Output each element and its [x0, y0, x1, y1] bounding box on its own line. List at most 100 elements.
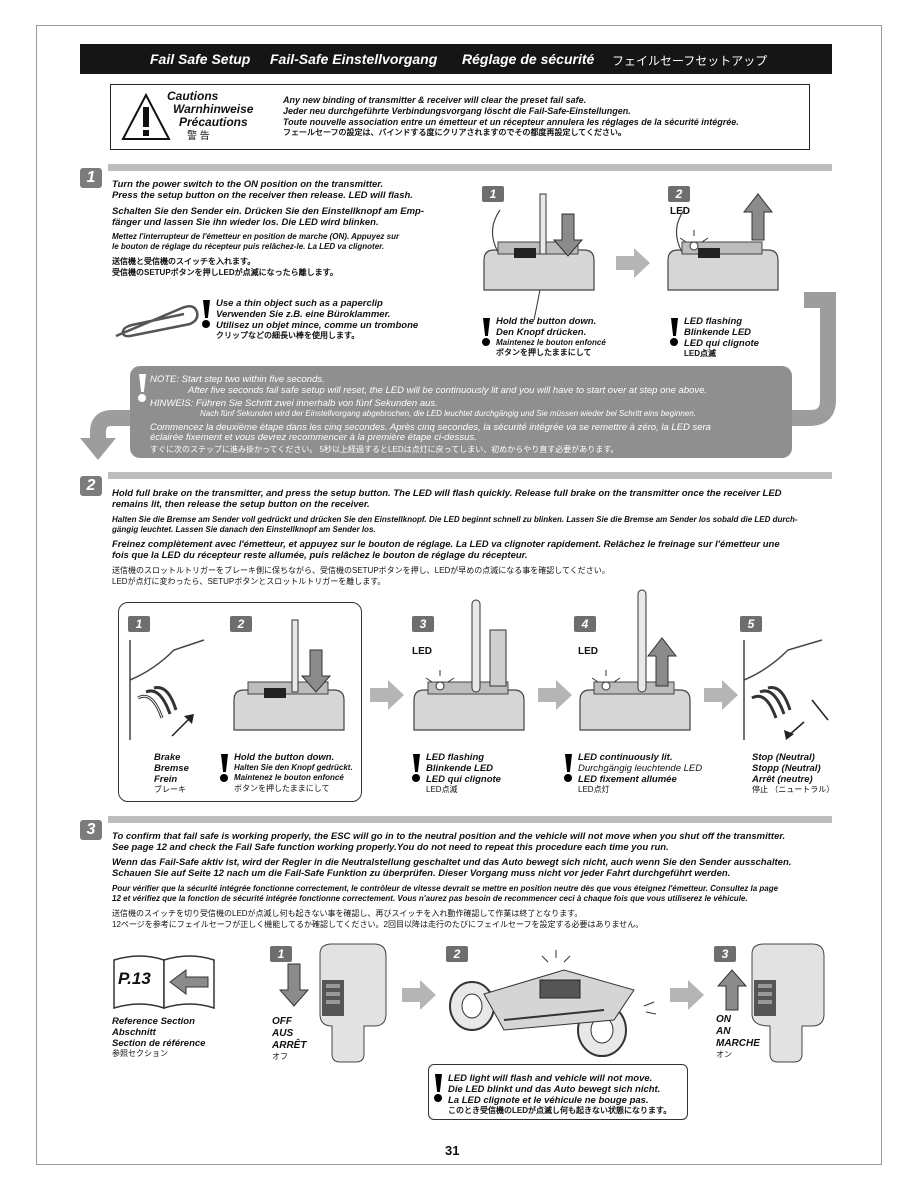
step2-flash-en: LED flashing	[426, 752, 485, 763]
step3-fig2-number: 2	[446, 946, 468, 962]
flash-excl-icon	[670, 318, 680, 346]
step2-fig3-led: LED	[412, 646, 432, 657]
paperclip-icon	[115, 304, 199, 338]
step1-hold-de: Den Knopf drücken.	[496, 327, 587, 338]
on-fr: MARCHE	[716, 1038, 760, 1049]
step3-de-2: Schauen Sie auf Seite 12 nach um die Fai…	[112, 868, 731, 879]
step1-hold-en: Hold the button down.	[496, 316, 597, 327]
step2-flash-excl-icon	[412, 754, 422, 782]
note-fr-2: éclairée fixement et vous devrez recomme…	[150, 432, 477, 443]
step2-lit-excl-icon	[564, 754, 574, 782]
step1-hold-fr: Maintenez le bouton enfoncé	[496, 338, 606, 347]
flow-arrow	[80, 292, 836, 460]
step-2-number: 2	[80, 476, 102, 496]
step2-fig1-number: 1	[128, 616, 150, 632]
step1-fig1-number: 1	[482, 186, 504, 202]
step3-fr-1: Pour vérifier que la sécurité intégrée f…	[112, 884, 779, 893]
receiver-press-diagram	[233, 619, 345, 731]
caution-line-de: Jeder neu durchgeführte Verbindungsvorga…	[283, 106, 631, 116]
clip-jp: クリップなどの細長い棒を使用します。	[216, 331, 360, 340]
step2-flash-de: Blinkende LED	[426, 763, 494, 774]
step2-fr-2: fois que la LED du récepteur reste allum…	[112, 550, 528, 561]
book-label: P.13	[118, 969, 151, 988]
step2-hold-en: Hold the button down.	[234, 752, 335, 763]
title-fr: Réglage de sécurité	[462, 51, 595, 67]
transmitter-brake-diagram	[129, 639, 205, 740]
step2-hold-excl-icon	[220, 754, 230, 782]
step2-fig4-led: LED	[578, 646, 598, 657]
note-de-1: HINWEIS: Führen Sie Schritt zwei innerha…	[150, 398, 438, 409]
note-en-2: After five seconds fail safe setup will …	[188, 385, 708, 396]
step-2-rule	[108, 472, 832, 479]
step1-jp-1: 送信機と受信機のスイッチを入れます。	[112, 257, 256, 266]
step-3-number: 3	[80, 820, 102, 840]
note-fr-1: Commencez la deuxième étape dans les cin…	[150, 422, 711, 433]
step2-bracket	[118, 602, 362, 802]
caution-label-en: Cautions	[167, 89, 219, 103]
step2-lit-jp: LED点灯	[578, 785, 610, 794]
step3-en-1: To confirm that fail safe is working pro…	[112, 831, 786, 842]
step3-fig1-number: 1	[270, 946, 292, 962]
warn-en: LED light will flash and vehicle will no…	[448, 1073, 653, 1084]
right-arrow-icon-2	[370, 680, 404, 710]
off-en: OFF	[272, 1016, 292, 1027]
page-number: 31	[445, 1143, 460, 1158]
caution-label-jp: 警 告	[187, 131, 210, 142]
step2-flash-fr: LED qui clignote	[426, 774, 501, 785]
step2-jp-2: LEDが点灯に変わったら、SETUPボタンとスロットルトリガーを離します。	[112, 577, 386, 586]
receiver-diagram-1	[483, 193, 595, 321]
step2-lit-en: LED continuously lit.	[578, 752, 673, 763]
brake-en: Brake	[154, 752, 181, 763]
step3-warn-excl-icon	[434, 1074, 444, 1102]
stop-en: Stop (Neutral)	[752, 752, 815, 763]
caution-line-fr: Toute nouvelle association entre un émet…	[283, 117, 739, 127]
step1-flash-de: Blinkende LED	[684, 327, 752, 338]
title-bar: Fail Safe Setup Fail-Safe Einstellvorgan…	[80, 44, 832, 74]
step1-hold-jp: ボタンを押したままにして	[496, 348, 592, 357]
step1-flash-en: LED flashing	[684, 316, 743, 327]
clip-en: Use a thin object such as a paperclip	[216, 298, 383, 309]
step-3-rule	[108, 816, 832, 823]
right-arrow-icon-5	[402, 980, 436, 1010]
step1-de-2: fänger und lassen Sie ihn wieder los. Di…	[112, 217, 379, 228]
stop-fr: Arrêt (neutre)	[752, 774, 813, 785]
ref-jp: 参照セクション	[112, 1049, 168, 1058]
title-en: Fail Safe Setup	[150, 51, 251, 67]
warning-triangle-icon	[121, 92, 171, 140]
note-excl-icon	[138, 374, 148, 402]
transmitter-on-diagram	[716, 943, 825, 1063]
ref-fr: Section de référence	[112, 1038, 206, 1049]
note-box: NOTE: Start step two within five seconds…	[130, 366, 792, 458]
warn-de: Die LED blinkt und das Auto bewegt sich …	[448, 1084, 661, 1095]
brake-jp: ブレーキ	[154, 785, 186, 794]
brake-fr: Frein	[154, 774, 178, 785]
step3-en-2: See page 12 and check the Fail Safe func…	[112, 842, 669, 853]
warn-jp: このとき受信機のLEDが点滅し何も起きない状態になります。	[448, 1106, 672, 1115]
stop-de: Stopp (Neutral)	[752, 763, 821, 774]
step2-hold-de: Halten Sie den Knopf gedrückt.	[234, 763, 353, 772]
step2-hold-fr: Maintenez le bouton enfoncé	[234, 773, 344, 782]
step2-fig4-number: 4	[574, 616, 596, 632]
caution-box: Cautions Warnhinweise Précautions 警 告 An…	[110, 84, 810, 150]
title-de: Fail-Safe Einstellvorgang	[270, 51, 438, 67]
step2-en-1: Hold full brake on the transmitter, and …	[112, 488, 782, 499]
step2-fig5-number: 5	[740, 616, 762, 632]
step1-jp-2: 受信機のSETUPボタンを押しLEDが点滅になったら離します。	[112, 268, 338, 277]
caution-label-fr: Précautions	[179, 115, 248, 129]
receiver-led-flash-diagram	[413, 599, 525, 731]
hold-excl-icon	[482, 318, 492, 346]
transmitter-off-diagram	[278, 943, 387, 1063]
step1-flash-fr: LED qui clignote	[684, 338, 759, 349]
caution-line-jp: フェールセーフの設定は、バインドする度にクリアされますのでその都度再設定してくだ…	[283, 128, 627, 137]
step3-warning-box	[428, 1064, 688, 1120]
step3-fig3-number: 3	[714, 946, 736, 962]
warn-fr: La LED clignote et le véhicule ne bouge …	[448, 1095, 649, 1106]
step1-fr-2: le bouton de réglage du récepteur puis r…	[112, 242, 385, 251]
transmitter-neutral-diagram	[743, 639, 829, 740]
step1-fig2-led: LED	[670, 206, 690, 217]
step2-lit-de: Durchgängig leuchtende LED	[578, 763, 703, 774]
off-jp: オフ	[272, 1052, 288, 1061]
step3-de-1: Wenn das Fail-Safe aktiv ist, wird der R…	[112, 857, 792, 868]
step2-flash-jp: LED点滅	[426, 785, 458, 794]
step-1-number: 1	[80, 168, 102, 188]
